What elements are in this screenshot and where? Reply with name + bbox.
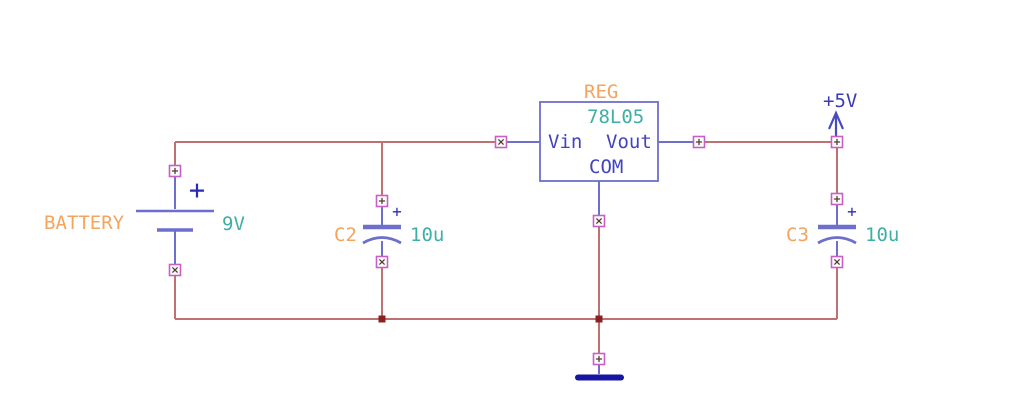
- capacitor-c3-reference-label[interactable]: C3: [786, 224, 809, 246]
- capacitor-polarity-sign: +: [847, 202, 857, 221]
- regulator-part-label[interactable]: 78L05: [587, 106, 644, 128]
- regulator-pin-in-label: Vin: [548, 131, 582, 153]
- regulator-component[interactable]: REG 78L05 Vin Vout COM: [501, 81, 699, 221]
- pin-endpoint-marker: [592, 352, 606, 366]
- regulator-pin-out-label: Vout: [606, 131, 652, 153]
- pin-endpoint-marker: [830, 135, 844, 149]
- capacitor-c2-reference-label[interactable]: C2: [334, 224, 357, 246]
- pin-endpoint-marker: [375, 194, 389, 208]
- junctions: [378, 315, 603, 323]
- pin-endpoint-marker: [830, 255, 844, 269]
- pin-endpoint-marker: [692, 135, 706, 149]
- pin-endpoint-marker: [494, 135, 508, 149]
- capacitor-polarity-sign: +: [392, 202, 402, 221]
- power-net-label[interactable]: +5V: [823, 90, 857, 112]
- battery-polarity-sign: +: [189, 175, 205, 206]
- battery-value-label[interactable]: 9V: [222, 213, 245, 235]
- wires: [174, 141, 838, 359]
- pin-endpoint-markers: [168, 135, 844, 366]
- junction-dot: [378, 315, 386, 323]
- regulator-pin-com-label: COM: [589, 156, 623, 178]
- up-arrow-icon: [827, 110, 845, 130]
- capacitor-c3-component[interactable]: + C3 10u: [786, 199, 899, 262]
- regulator-reference-label[interactable]: REG: [584, 81, 618, 103]
- capacitor-c3-value-label[interactable]: 10u: [865, 224, 899, 246]
- battery-reference-label[interactable]: BATTERY: [44, 212, 125, 234]
- pin-endpoint-marker: [830, 192, 844, 206]
- pin-endpoint-marker: [168, 263, 182, 277]
- capacitor-c2-component[interactable]: + C2 10u: [334, 201, 444, 262]
- pin-endpoint-marker: [168, 164, 182, 178]
- battery-component[interactable]: + BATTERY 9V: [44, 171, 245, 270]
- pin-endpoint-marker: [592, 214, 606, 228]
- junction-dot: [595, 315, 603, 323]
- capacitor-curved-plate: [817, 236, 857, 245]
- power-flag-5v[interactable]: +5V: [823, 90, 857, 137]
- pin-endpoint-marker: [375, 255, 389, 269]
- capacitor-c2-value-label[interactable]: 10u: [410, 224, 444, 246]
- regulator-body[interactable]: [539, 101, 659, 182]
- capacitor-curved-plate: [362, 236, 402, 245]
